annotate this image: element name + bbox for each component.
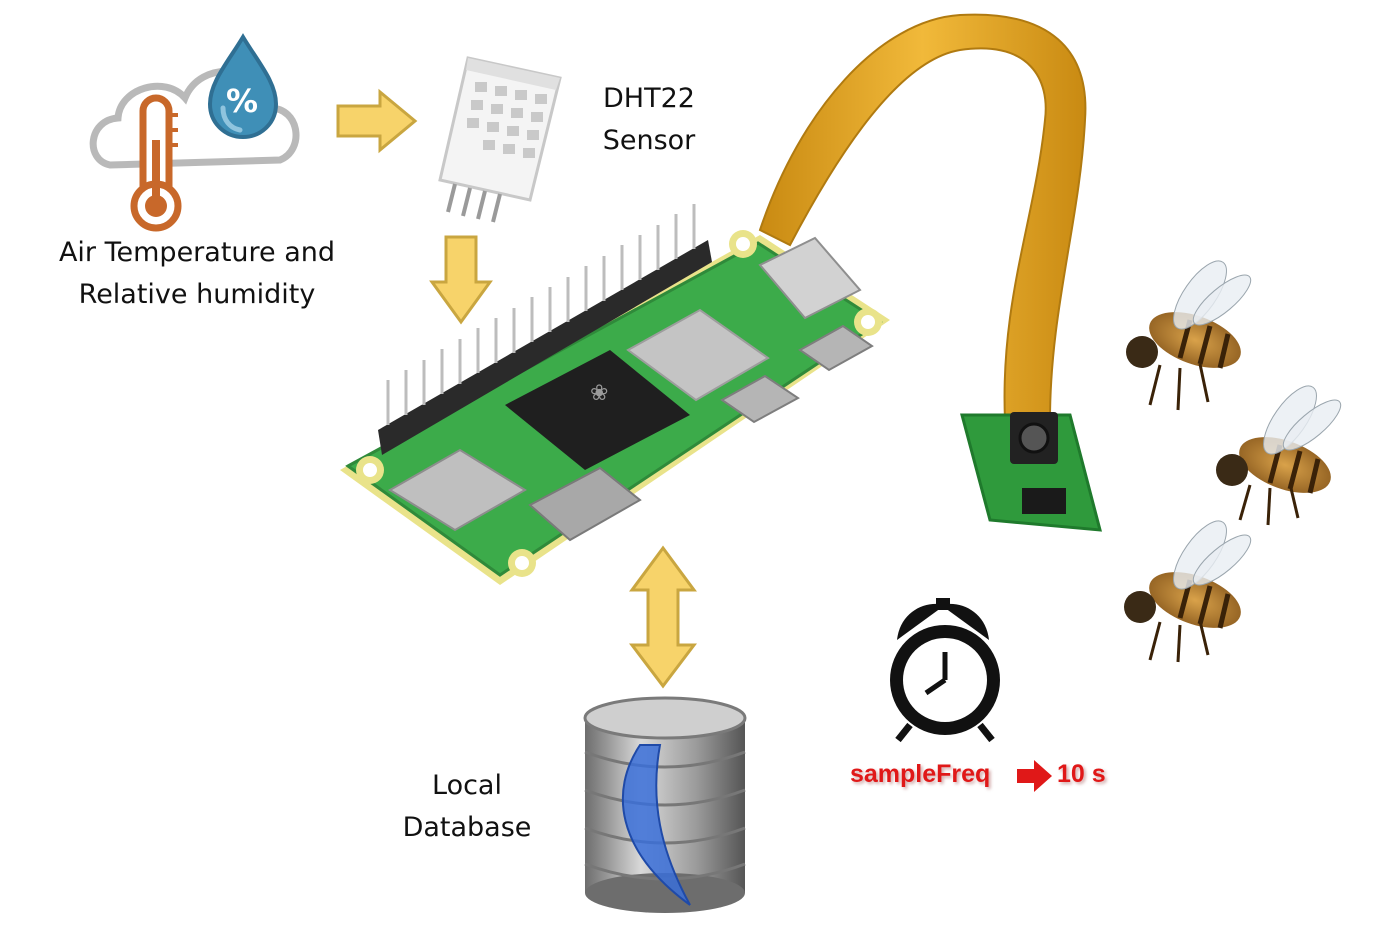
red-arrow-icon	[1017, 760, 1052, 792]
humidity-percent-symbol: %	[226, 82, 259, 120]
sensor-label-line2: Sensor	[602, 125, 696, 156]
droplet-icon	[207, 33, 279, 140]
raspberry-pi-board-icon: ❀	[340, 204, 890, 585]
svg-text:❀: ❀	[590, 381, 608, 406]
camera-module-icon	[960, 412, 1102, 532]
sample-freq-param: sampleFreq	[850, 760, 991, 788]
sample-freq-value: 10 s	[1057, 760, 1106, 788]
usb-power-port	[798, 324, 874, 372]
sd-card-slot	[388, 448, 527, 532]
environment-label-line1: Air Temperature and	[58, 237, 336, 268]
ribbon-cable	[758, 13, 1087, 421]
environment-label-line2: Relative humidity	[78, 279, 316, 310]
dht22-sensor-icon	[438, 56, 562, 223]
sensor-label: DHT22 Sensor	[590, 78, 708, 162]
hdmi-port	[528, 466, 642, 542]
database-label: Local Database	[392, 765, 542, 849]
feather-icon	[621, 744, 691, 906]
bee-icon	[1124, 520, 1252, 663]
database-icon	[583, 696, 747, 913]
arrow-right-icon	[336, 88, 418, 154]
bee-icon	[1216, 385, 1342, 526]
camera-connector	[758, 236, 862, 320]
environment-label: Air Temperature and Relative humidity	[22, 232, 372, 316]
database-label-line1: Local	[432, 770, 502, 801]
wifi-shield	[626, 308, 770, 402]
bee-icon	[1126, 260, 1252, 411]
arrow-down-icon	[429, 235, 493, 325]
sensor-label-line1: DHT22	[603, 83, 695, 114]
usb-port	[720, 374, 800, 424]
weather-icon	[89, 33, 300, 232]
thermometer-icon	[130, 94, 182, 232]
bidirectional-arrow-icon	[628, 545, 698, 689]
database-label-line2: Database	[402, 812, 532, 843]
alarm-clock-icon	[890, 598, 1000, 743]
processor-chip	[505, 350, 690, 470]
gpio-header	[378, 240, 712, 455]
